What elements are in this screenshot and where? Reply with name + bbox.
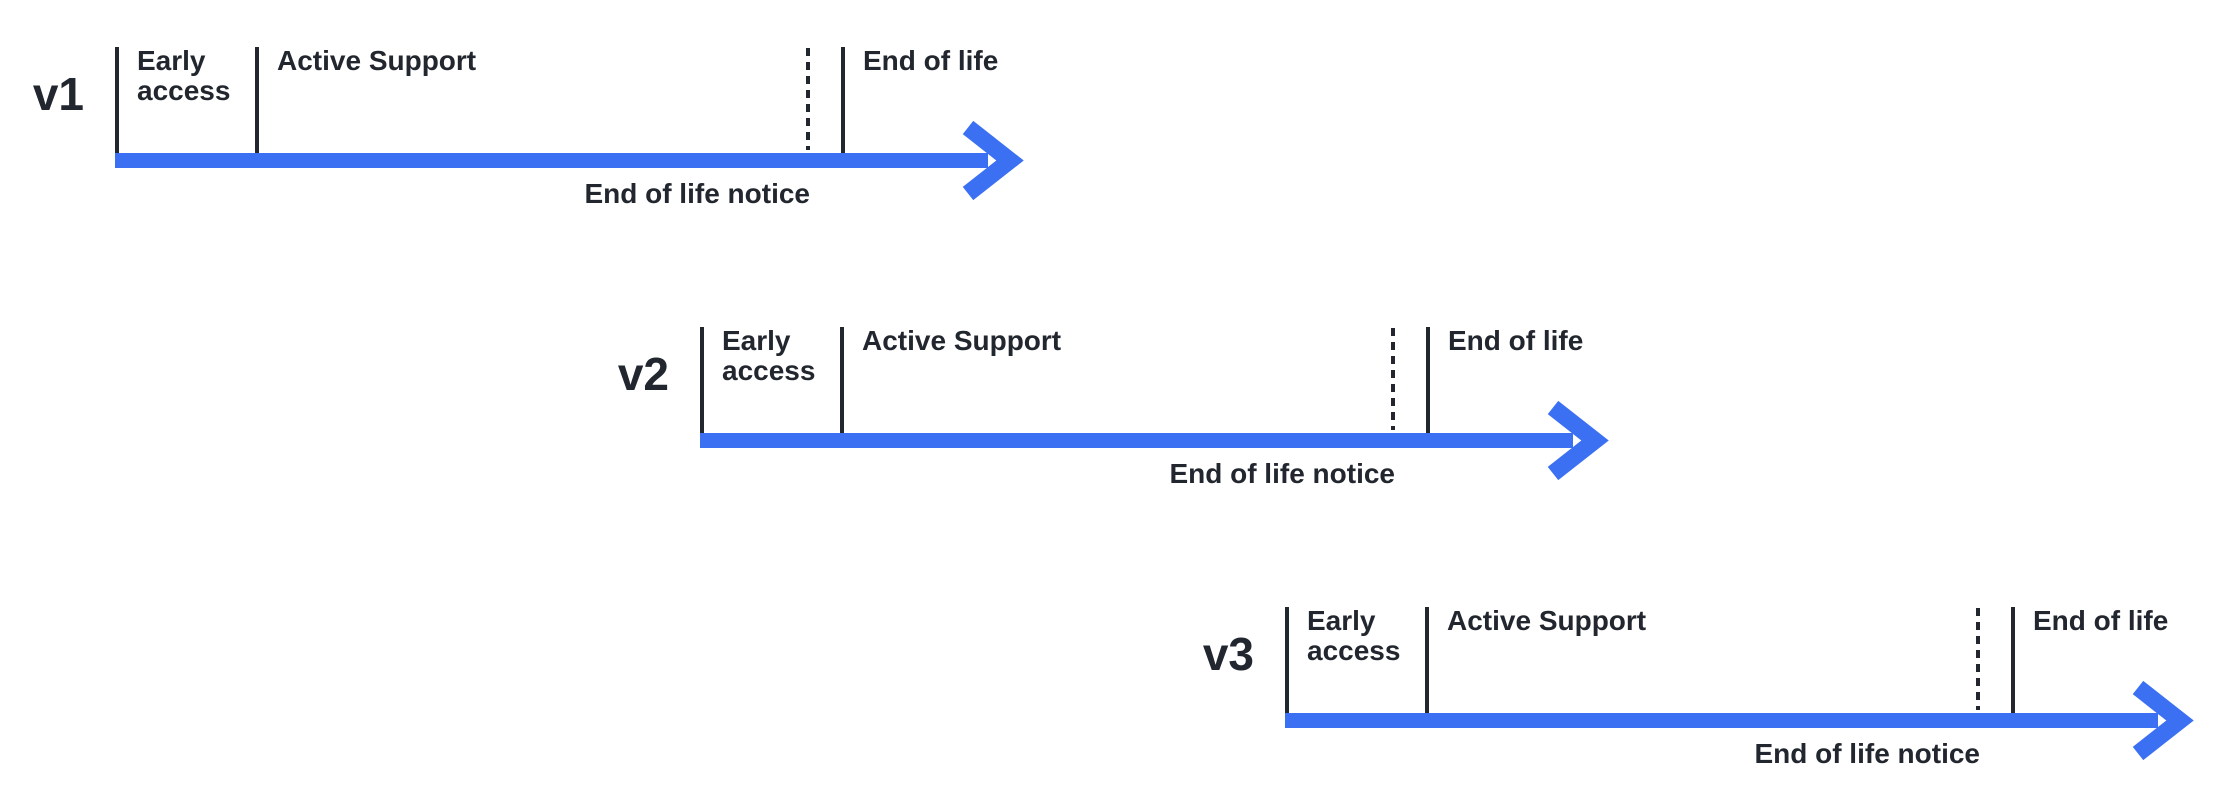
active-support-label: Active Support xyxy=(277,45,477,76)
active-support-label: Active Support xyxy=(862,325,1062,356)
end-of-life-label: End of life xyxy=(1448,325,1584,356)
end-of-life-tick xyxy=(1426,327,1430,433)
early-access-label: Early access xyxy=(137,45,231,106)
end-of-life-label: End of life xyxy=(863,45,999,76)
end-of-life-notice-label: End of life notice xyxy=(1754,738,1980,769)
end-of-life-label: End of life xyxy=(2033,605,2169,636)
early-access-start-tick xyxy=(115,47,119,153)
end-of-life-tick xyxy=(2011,607,2015,713)
timeline-v1: v1 Early access Active Support End of li… xyxy=(0,20,1045,240)
early-access-label: Early access xyxy=(722,325,816,386)
version-label: v3 xyxy=(1202,628,1254,680)
active-support-start-tick xyxy=(840,327,844,433)
active-support-start-tick xyxy=(1425,607,1429,713)
end-of-life-notice-label: End of life notice xyxy=(584,178,810,209)
early-access-label: Early access xyxy=(1307,605,1401,666)
end-of-life-notice-dashed-tick xyxy=(1976,608,1980,710)
active-support-start-tick xyxy=(255,47,259,153)
end-of-life-tick xyxy=(841,47,845,153)
end-of-life-notice-label: End of life notice xyxy=(1169,458,1395,489)
timeline-v3: v3 Early access Active Support End of li… xyxy=(1170,580,2215,800)
version-label: v1 xyxy=(32,68,84,120)
end-of-life-notice-dashed-tick xyxy=(1391,328,1395,430)
early-access-start-tick xyxy=(700,327,704,433)
timeline-v2: v2 Early access Active Support End of li… xyxy=(585,300,1630,520)
early-access-start-tick xyxy=(1285,607,1289,713)
version-label: v2 xyxy=(617,348,669,400)
active-support-label: Active Support xyxy=(1447,605,1647,636)
end-of-life-notice-dashed-tick xyxy=(806,48,810,150)
